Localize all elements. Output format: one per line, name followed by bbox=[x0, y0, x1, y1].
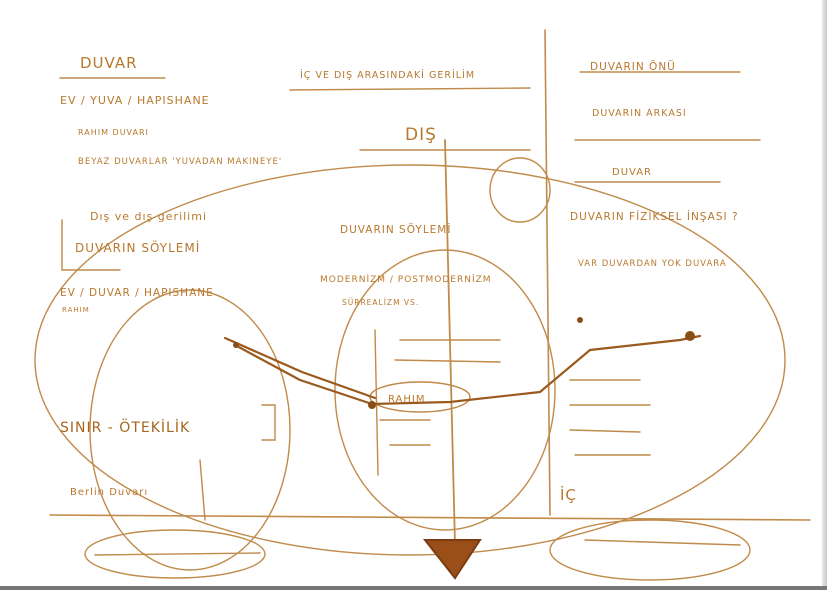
note-from-existing: VAR DUVARDAN YOK DUVARA bbox=[578, 259, 727, 269]
dot-rahim bbox=[368, 401, 376, 409]
note-berlin: Berlin Duvarı bbox=[70, 487, 148, 498]
left-inner-axis bbox=[374, 329, 379, 476]
hatch-2 bbox=[394, 359, 501, 363]
note-wall-says: DUVARIN SÖYLEMİ bbox=[75, 239, 200, 255]
bottom-left-oval bbox=[84, 529, 266, 579]
center-axis bbox=[444, 139, 456, 546]
left-circle bbox=[89, 289, 291, 571]
note-home-wall-prison: EV / DUVAR / HAPISHANE bbox=[60, 287, 214, 299]
bottom-left-line bbox=[94, 552, 261, 556]
note-tension: Dış ve dış gerilimi bbox=[90, 210, 207, 223]
right-axis bbox=[544, 29, 551, 516]
ground-line bbox=[49, 514, 811, 521]
note-modernism: MODERNİZM / POSTMODERNİZM bbox=[320, 274, 492, 285]
note-center-rahim: RAHIM bbox=[388, 394, 425, 405]
note-home-line: EV / YUVA / HAPISHANE bbox=[60, 94, 210, 107]
note-sinir: SINIR - ÖTEKİLİK bbox=[60, 418, 190, 436]
note-inside-outside: İÇ VE DIŞ ARASINDAKİ GERİLİM bbox=[300, 70, 475, 81]
tension-path bbox=[233, 334, 702, 406]
bracket-left bbox=[61, 219, 121, 271]
hatch-7 bbox=[569, 429, 641, 433]
note-physical-form: DUVARIN FİZİKSEL İNŞASI ? bbox=[570, 210, 739, 223]
paper-edge bbox=[822, 0, 827, 590]
note-wall-word: DUVAR bbox=[612, 167, 652, 178]
berlin-stroke bbox=[199, 459, 206, 521]
dot-right bbox=[685, 331, 695, 341]
outer-oval bbox=[34, 164, 786, 556]
small-circle-top bbox=[489, 157, 551, 223]
note-front-of-wall: DUVARIN ÖNÜ bbox=[590, 60, 676, 73]
dot-right-2 bbox=[577, 317, 583, 323]
paper-bottom-edge bbox=[0, 586, 827, 590]
bottom-right-oval bbox=[549, 519, 751, 581]
note-wall-discourse: DUVARIN SÖYLEMİ bbox=[340, 223, 451, 236]
note-duvar-title: DUVAR bbox=[80, 54, 138, 72]
note-surrealism: SÜRREALİZM VS. bbox=[342, 298, 419, 307]
tension-underline bbox=[289, 87, 531, 91]
note-rahim-wall: RAHIM DUVARI bbox=[78, 128, 149, 137]
bottom-right-line bbox=[584, 539, 741, 546]
base-triangle bbox=[422, 539, 482, 580]
tension-path-2 bbox=[223, 336, 377, 400]
bracket-sinir bbox=[261, 404, 276, 441]
note-bottom-ic: İÇ bbox=[560, 485, 577, 504]
note-wall-behind: DUVARIN ARKASI bbox=[592, 108, 687, 119]
note-rahim-small: RAHIM bbox=[62, 306, 90, 314]
note-dis: DIŞ bbox=[405, 125, 437, 145]
center-oval bbox=[334, 249, 556, 531]
dot-left bbox=[233, 342, 239, 348]
note-white-walls: BEYAZ DUVARLAR 'YUVADAN MAKINEYE' bbox=[78, 157, 282, 167]
